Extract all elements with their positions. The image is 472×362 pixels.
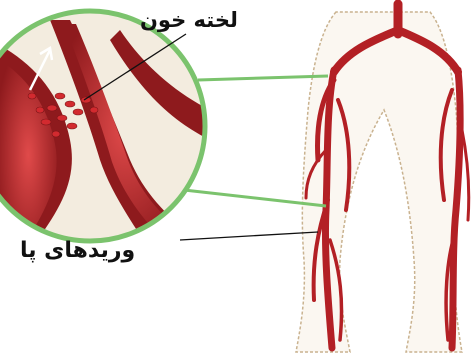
legs-outline [296,12,462,352]
magnified-vein-view [0,0,210,250]
clot-label: لخته خون [140,8,238,32]
leg-veins-label: وریدهای پا [20,238,135,263]
